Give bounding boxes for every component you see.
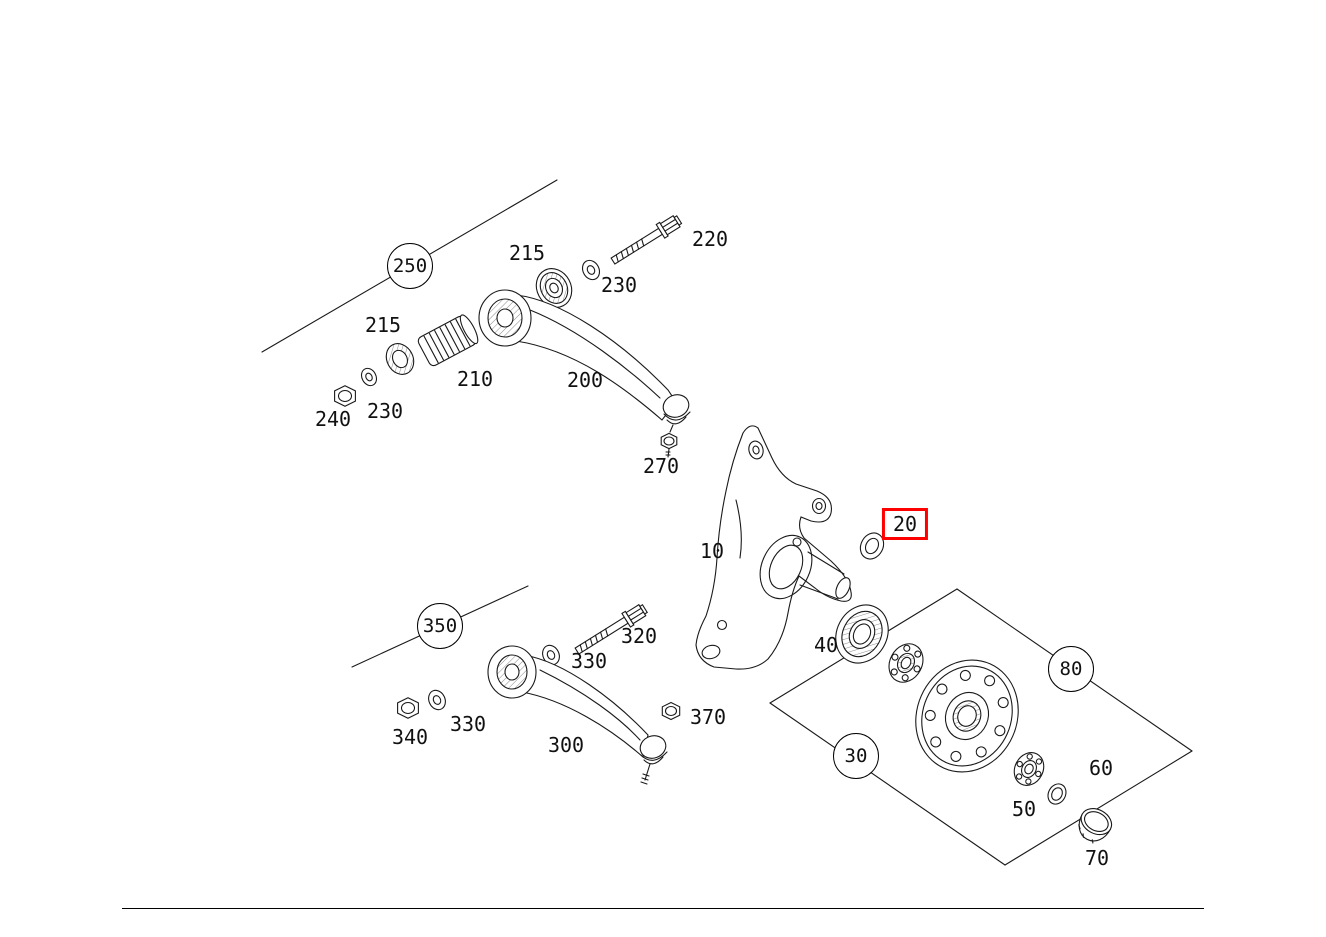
nut-340-drawing (397, 697, 419, 719)
part-label-240[interactable]: 240 (314, 407, 352, 431)
ring-215-left-drawing (385, 343, 415, 375)
bolt-220-drawing (610, 214, 683, 265)
part-label-270[interactable]: 270 (642, 454, 680, 478)
part-label-200[interactable]: 200 (566, 368, 604, 392)
part-label-10[interactable]: 10 (699, 539, 725, 563)
group-callout-80[interactable]: 80 (1048, 646, 1094, 692)
group-callout-250[interactable]: 250 (387, 243, 433, 289)
washer-230-upper-drawing (581, 259, 601, 281)
bearing-50-drawing (1013, 752, 1045, 786)
part-label-215[interactable]: 215 (364, 313, 402, 337)
washer-230-left-drawing (360, 367, 378, 387)
part-label-320[interactable]: 320 (620, 624, 658, 648)
part-label-330[interactable]: 330 (449, 712, 487, 736)
part-label-230[interactable]: 230 (600, 273, 638, 297)
washer-330-upper-drawing (542, 644, 560, 666)
part-label-40[interactable]: 40 (813, 633, 839, 657)
ball-stud-nut-270-drawing (660, 432, 678, 458)
bolt-320-drawing (574, 603, 648, 655)
part-label-60[interactable]: 60 (1088, 756, 1114, 780)
upper-control-arm-drawing (478, 289, 691, 433)
steering-knuckle-drawing (695, 425, 852, 670)
part-label-20[interactable]: 20 (881, 508, 929, 540)
part-label-340[interactable]: 340 (391, 725, 429, 749)
part-label-370[interactable]: 370 (689, 705, 727, 729)
group-callout-350[interactable]: 350 (417, 603, 463, 649)
part-label-300[interactable]: 300 (547, 733, 585, 757)
ring-60-drawing (1047, 783, 1067, 805)
group-callout-30[interactable]: 30 (833, 733, 879, 779)
part-label-70[interactable]: 70 (1084, 846, 1110, 870)
part-label-330[interactable]: 330 (570, 649, 608, 673)
part-label-210[interactable]: 210 (456, 367, 494, 391)
nut-240-drawing (334, 385, 356, 407)
grease-cap-70-drawing (1078, 808, 1113, 844)
wheel-hub-drawing (915, 659, 1019, 773)
seal-40-drawing (835, 604, 889, 664)
bushing-210-drawing (417, 314, 479, 367)
footer-divider (122, 908, 1204, 909)
bushing-215-upper-drawing (535, 268, 573, 308)
washer-330-lower-drawing (428, 689, 446, 711)
part-label-220[interactable]: 220 (691, 227, 729, 251)
seal-20-drawing (859, 532, 885, 560)
part-label-215[interactable]: 215 (508, 241, 546, 265)
part-label-230[interactable]: 230 (366, 399, 404, 423)
nut-370-drawing (661, 701, 681, 721)
part-label-50[interactable]: 50 (1011, 797, 1037, 821)
lower-control-arm-drawing (487, 645, 668, 785)
inner-bearing-drawing (888, 643, 924, 683)
